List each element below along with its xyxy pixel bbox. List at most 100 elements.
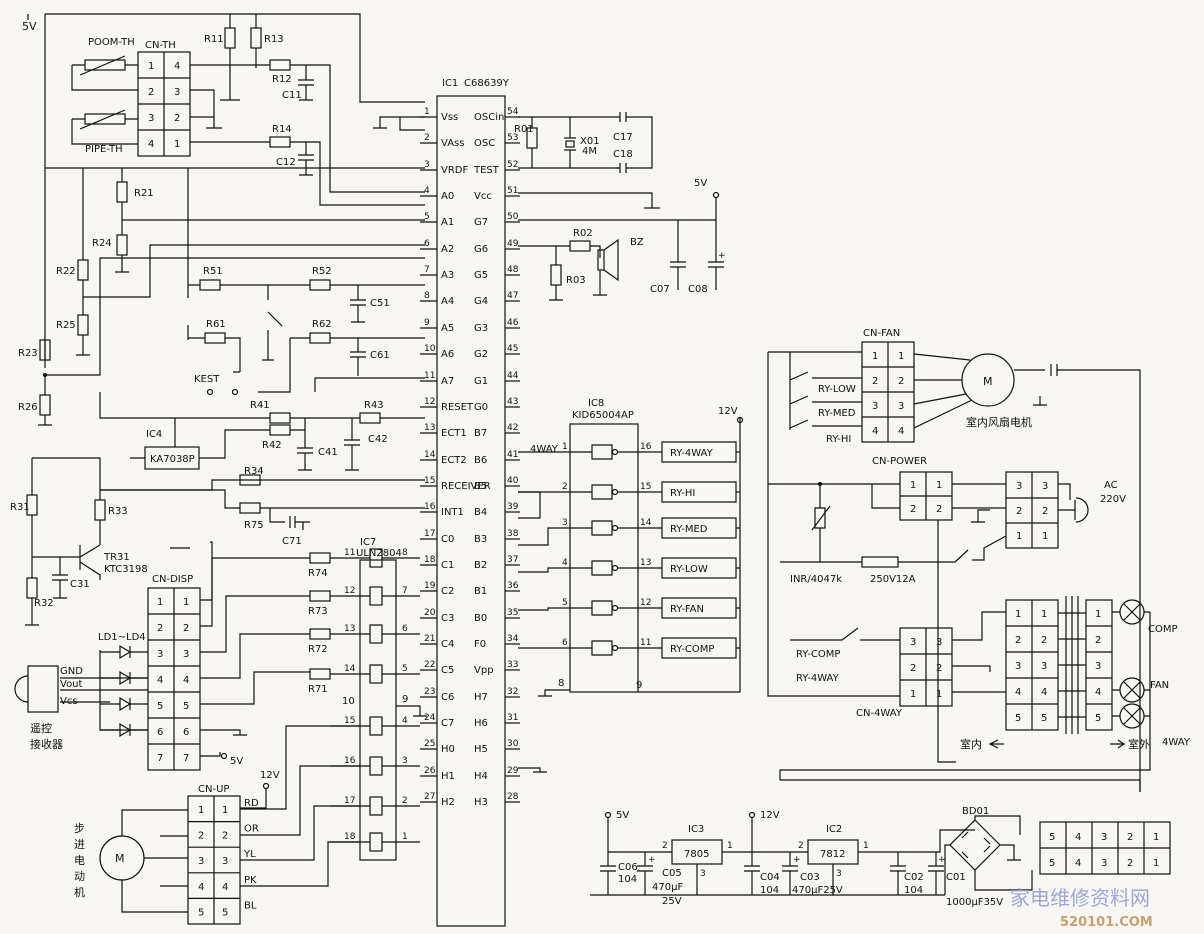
ic7-input-resistor — [309, 552, 331, 564]
ic1-right-pin-name: G3 — [474, 323, 488, 334]
ic7-out-pin: 5 — [402, 664, 408, 674]
power-t3a: 3 — [1016, 481, 1022, 492]
ic1-right-pin-num: 49 — [507, 239, 519, 249]
power-t2b: 2 — [1042, 506, 1048, 517]
ic1-right-pin-name: B2 — [474, 560, 487, 571]
ic8-gate — [591, 600, 613, 616]
c17-label: C17 — [613, 132, 633, 143]
ic1-right-pin-num: 51 — [507, 186, 518, 196]
c03-value: 470μF25V — [792, 885, 843, 896]
disp-pin-left: 5 — [157, 701, 163, 712]
c12-label: C12 — [276, 157, 296, 168]
ic1-right-pin-name: G4 — [474, 296, 488, 307]
term-pin-right: 5 — [1041, 713, 1047, 724]
ic7-input-resistor — [309, 628, 331, 640]
c05-plus: + — [648, 855, 656, 865]
rx-vcs-label: Vcs — [60, 696, 78, 707]
kest-label: KEST — [194, 374, 220, 385]
tr31-part: KTC3198 — [104, 564, 148, 575]
load-pin: 4 — [1095, 687, 1101, 698]
tx-pin-top: 2 — [1127, 832, 1133, 843]
r21-label: R21 — [134, 188, 154, 199]
term-pin-right: 4 — [1041, 687, 1047, 698]
disp-pin-right: 5 — [183, 701, 189, 712]
r26-label: R26 — [18, 402, 38, 413]
ic7-pin-10: 10 — [342, 696, 355, 707]
disp-signal-wire — [200, 633, 310, 679]
ic2-pin3: 3 — [836, 869, 842, 879]
ic1-left-pin-num: 4 — [424, 186, 430, 196]
r41-label: R41 — [250, 400, 270, 411]
c11-label: C11 — [282, 90, 302, 101]
fan-pin-left: 3 — [872, 401, 878, 412]
stepper-label-1: 步 — [74, 822, 85, 835]
ic1-left-pin-num: 7 — [424, 265, 430, 275]
4way-p1a: 1 — [910, 689, 916, 700]
cn-th-pin-l4: 4 — [148, 139, 154, 150]
ic1-left-pin-num: 20 — [424, 608, 436, 618]
c08-label: C08 — [688, 284, 708, 295]
disp-pin-left: 6 — [157, 727, 163, 738]
ic1-left-pin-num: 15 — [424, 476, 435, 486]
c61-label: C61 — [370, 350, 390, 361]
tx-pin-top: 3 — [1101, 832, 1107, 843]
ic1-left-pin-num: 1 — [424, 107, 430, 117]
4way-p3a: 3 — [910, 637, 916, 648]
ic1-right-pin-num: 43 — [507, 397, 518, 407]
c01-label: C01 — [946, 872, 966, 883]
relay-coil-label: RY-COMP — [670, 644, 714, 655]
ic1-left-pin-name: C6 — [441, 692, 454, 703]
r14-label: R14 — [272, 124, 292, 135]
r23-label: R23 — [18, 348, 38, 359]
ic1-right-pin-name: H6 — [474, 718, 488, 729]
r13-label: R13 — [264, 34, 284, 45]
ic7-driver — [369, 832, 383, 852]
ic7-in-pin: 12 — [344, 586, 355, 596]
power-r2: 2 — [936, 504, 942, 515]
disp-signal-wire — [200, 671, 310, 705]
up-signal-label: OR — [244, 824, 259, 835]
ic8-out-pin: 14 — [640, 518, 652, 528]
ic7-in-pin: 18 — [344, 832, 356, 842]
ic1-right-pin-name: B3 — [474, 534, 487, 545]
up-signal-label: BL — [244, 900, 257, 911]
c51-label: C51 — [370, 298, 390, 309]
bz-label: BZ — [630, 237, 644, 248]
r52-label: R52 — [312, 266, 332, 277]
ic7-driver — [369, 796, 383, 816]
ic7-ref: IC7 — [360, 537, 376, 548]
fan-relay-hi: RY-HI — [826, 434, 851, 445]
inr-label: INR/4047k — [790, 574, 842, 585]
up-pin-right: 5 — [222, 907, 228, 918]
ic7-in-pin: 17 — [344, 796, 355, 806]
r33-label: R33 — [108, 506, 128, 517]
ic1-right-pin-num: 42 — [507, 423, 518, 433]
disp-pin-left: 3 — [157, 649, 163, 660]
c05-value: 470μF — [652, 882, 683, 893]
lamp-4way-icon — [1119, 703, 1145, 729]
power-l1: 1 — [910, 480, 916, 491]
c42-label: C42 — [368, 434, 388, 445]
load-pin: 2 — [1095, 635, 1101, 646]
cn-4way-block: CN-4WAY 3 2 1 3 2 1 RY-COMP RY-4WAY 室内 室… — [779, 596, 1191, 780]
ic7-driver — [369, 586, 383, 606]
ic7-input-resistor — [309, 668, 331, 680]
c02-value: 104 — [904, 885, 923, 896]
ic7-driver — [369, 664, 383, 684]
fan-pin-left: 1 — [872, 351, 878, 362]
ic8-gate-bubble — [611, 564, 619, 572]
tr31-label: TR31 — [103, 552, 130, 563]
ic1-right-pin-num: 54 — [507, 107, 519, 117]
c05-volt: 25V — [662, 896, 682, 907]
ic1-left-pin-name: INT1 — [441, 507, 464, 518]
fan-pin-left: 4 — [872, 426, 878, 437]
ic2-pin2: 2 — [798, 841, 804, 851]
fan-pin-right: 3 — [898, 401, 904, 412]
ic7-in-pin: 13 — [344, 624, 355, 634]
ic7-resistor-label: R74 — [308, 568, 328, 579]
cn-th-pin-l3: 3 — [148, 113, 154, 124]
cn-th-title: CN-TH — [145, 40, 176, 51]
ic3-part: 7805 — [684, 849, 709, 860]
cn-fan-title: CN-FAN — [863, 328, 900, 339]
